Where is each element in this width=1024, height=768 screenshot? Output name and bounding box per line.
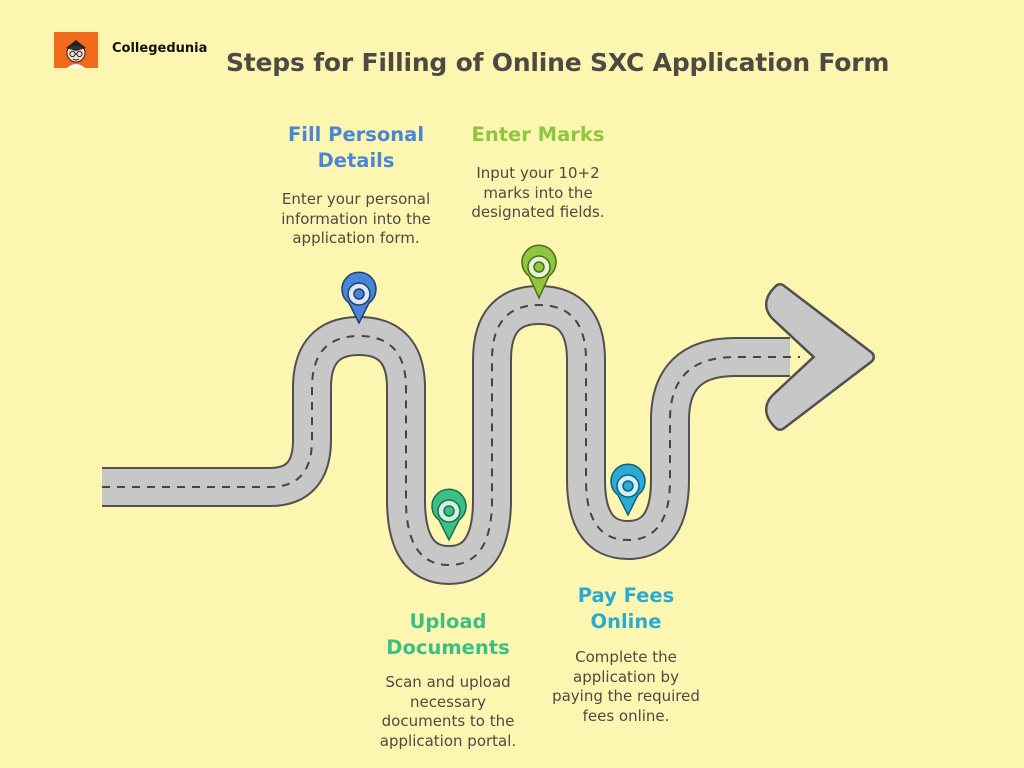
map-pin-icon-fees <box>610 463 646 517</box>
map-pin-icon-marks <box>521 244 557 300</box>
step-title-upload-documents: Upload Documents <box>386 610 510 659</box>
map-pin-icon-documents <box>431 488 467 542</box>
step-title-pay-fees: Pay Fees Online <box>577 584 675 633</box>
brand-name: Collegedunia <box>112 40 208 56</box>
brand: Collegedunia <box>54 32 207 68</box>
step-title-personal-details: Fill Personal Details <box>287 123 425 172</box>
student-avatar-icon <box>54 32 98 68</box>
page-title: Steps for Filling of Online SXC Applicat… <box>226 48 890 77</box>
map-pin-icon-personal <box>341 271 377 325</box>
step-desc-enter-marks: Input your 10+2 marks into the designate… <box>471 164 605 221</box>
road-center-line <box>102 303 800 567</box>
step-desc-personal-details: Enter your personal information into the… <box>281 190 431 247</box>
step-desc-pay-fees: Complete the application by paying the r… <box>552 648 700 725</box>
arrow-head <box>767 285 873 429</box>
step-desc-upload-documents: Scan and upload necessary documents to t… <box>379 673 517 750</box>
step-title-enter-marks: Enter Marks <box>471 123 605 146</box>
